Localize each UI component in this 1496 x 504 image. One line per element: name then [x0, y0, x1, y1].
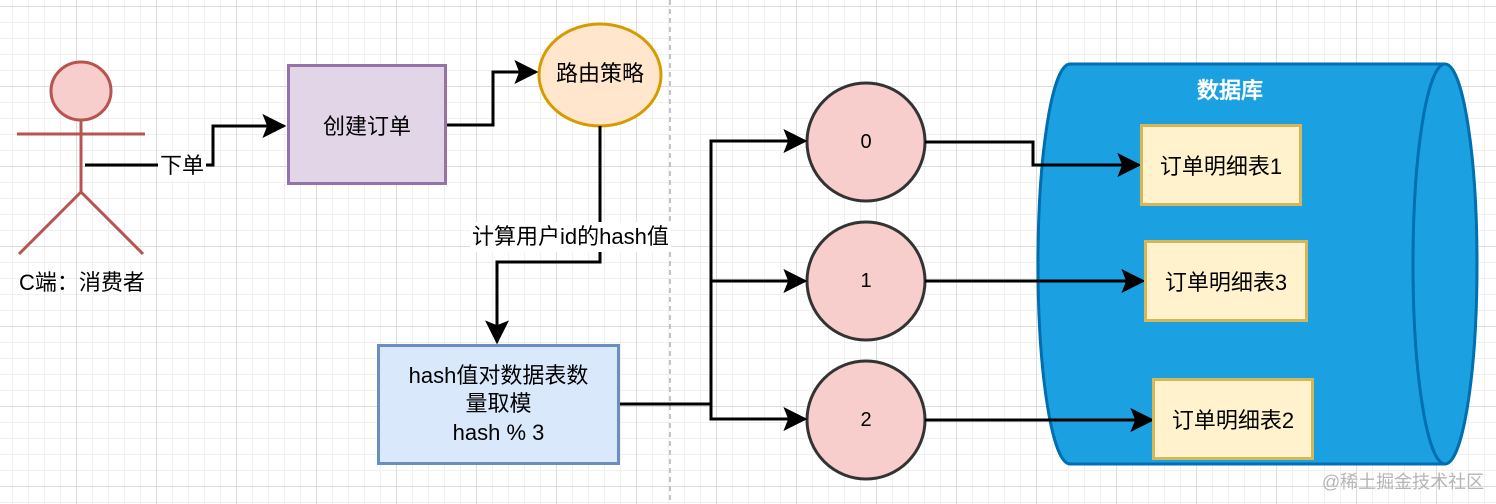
- edge-order-to-routing[interactable]: [447, 60, 539, 127]
- actor-label: C端：消费者: [19, 270, 145, 296]
- create-order-box[interactable]: 创建订单: [287, 64, 447, 185]
- bucket-1-label: 1: [860, 269, 872, 292]
- edge-hash-to-bucket-2[interactable]: [709, 404, 808, 431]
- actor-left-leg: [17, 190, 83, 256]
- hash-mod-line-1: hash值对数据表数: [408, 363, 589, 389]
- table-order-detail-2[interactable]: 订单明细表2: [1152, 378, 1314, 460]
- actor-figure[interactable]: [17, 60, 145, 256]
- table-order-detail-3-label: 订单明细表3: [1164, 270, 1288, 295]
- edge-label-place-order: 下单: [158, 152, 207, 180]
- edge-hash-to-bucket-0[interactable]: [620, 129, 808, 406]
- actor-right-leg: [79, 190, 145, 256]
- hash-mod-box[interactable]: hash值对数据表数 量取模 hash % 3: [377, 344, 620, 465]
- bucket-2-label: 2: [860, 408, 872, 431]
- hash-mod-line-3: hash % 3: [452, 419, 545, 445]
- edge-label-compute-hash: 计算用户id的hash值: [470, 222, 671, 252]
- create-order-label: 创建订单: [322, 113, 411, 139]
- table-order-detail-1-label: 订单明细表1: [1159, 154, 1283, 179]
- bucket-0-label: 0: [860, 130, 872, 153]
- database-cap: [1411, 62, 1446, 466]
- table-order-detail-3[interactable]: 订单明细表3: [1144, 240, 1308, 322]
- edge-bucket-0-to-table-1[interactable]: [925, 140, 1142, 177]
- actor-head: [49, 60, 113, 122]
- routing-label: 路由策略: [555, 61, 644, 87]
- edge-place-order[interactable]: [85, 114, 287, 167]
- watermark-text: @稀土掘金技术社区: [1321, 471, 1485, 492]
- table-order-detail-1[interactable]: 订单明细表1: [1140, 124, 1302, 206]
- edge-routing-to-hash[interactable]: [485, 126, 602, 345]
- hash-mod-line-2: 量取模: [465, 391, 532, 417]
- table-order-detail-2-label: 订单明细表2: [1171, 408, 1295, 433]
- database-label: 数据库: [1196, 78, 1263, 104]
